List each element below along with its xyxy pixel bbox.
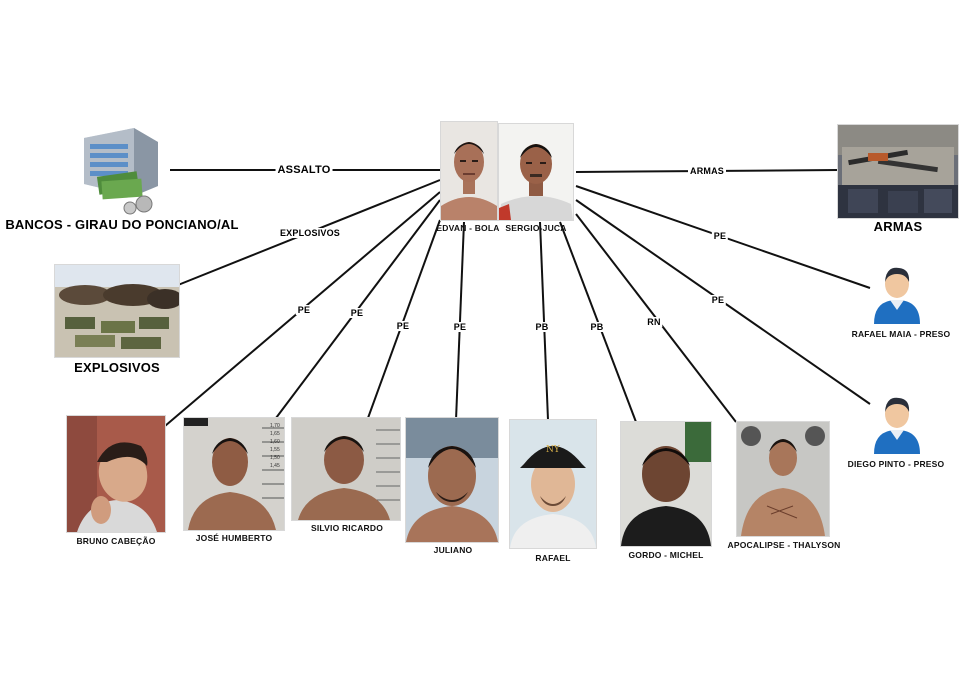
height-mark: 1,55 — [270, 447, 280, 453]
edge-label-pe-diego: PE — [709, 295, 727, 305]
explosives-photo — [55, 265, 179, 357]
edge-label-assalto: ASSALTO — [275, 164, 333, 176]
sergio-juca-photo — [499, 124, 573, 220]
juliano-photo — [406, 418, 498, 542]
link-juliano — [455, 221, 465, 421]
sergio-juca-caption: SERGIO-JUCA — [505, 223, 567, 233]
apocalipse-thalyson-photo — [737, 422, 829, 536]
height-mark: 1,70 — [270, 423, 280, 429]
edge-label-armas: ARMAS — [688, 166, 726, 176]
jose-humberto-caption: JOSÉ HUMBERTO — [195, 533, 273, 543]
edge-label-pe-rafael-maia: PE — [711, 231, 729, 241]
rafael-caption: RAFAEL — [535, 553, 571, 563]
height-scale: 1,70 1,65 1,60 1,55 1,50 1,45 — [270, 422, 284, 470]
diego-pinto-caption: DIEGO PINTO - PRESO — [847, 459, 945, 469]
weapons-caption: ARMAS — [873, 219, 923, 234]
apocalipse-thalyson-caption: APOCALIPSE - THALYSON — [727, 540, 841, 550]
rafael-maia-caption: RAFAEL MAIA - PRESO — [851, 329, 951, 339]
bruno-caption: BRUNO CABEÇÃO — [76, 536, 156, 546]
svg-text:NY: NY — [546, 445, 561, 455]
link-rafael — [539, 221, 549, 421]
explosives-caption: EXPLOSIVOS — [74, 360, 160, 375]
height-mark: 1,65 — [270, 431, 280, 437]
banks-caption: BANCOS - GIRAU DO PONCIANO/AL — [5, 217, 239, 232]
bank-building-icon — [78, 124, 168, 216]
edvan-bola-photo — [441, 122, 497, 220]
height-mark: 1,50 — [270, 455, 280, 461]
user-icon — [872, 260, 922, 324]
height-mark: 1,60 — [270, 439, 280, 445]
edge-label-rn-apocalipse: RN — [645, 317, 663, 327]
bruno-photo — [67, 416, 165, 532]
edvan-bola-caption: EDVAN - BOLA — [436, 223, 500, 233]
edge-label-explosivos: EXPLOSIVOS — [277, 228, 343, 238]
edge-label-pb-gordo: PB — [588, 322, 606, 332]
edge-label-pb-rafael: PB — [533, 322, 551, 332]
gordo-michel-caption: GORDO - MICHEL — [628, 550, 704, 560]
silvio-ricardo-photo — [292, 418, 400, 520]
edge-label-pe-juliano: PE — [451, 322, 469, 332]
edge-label-pe-bruno: PE — [295, 305, 313, 315]
height-mark: 1,45 — [270, 463, 280, 469]
juliano-caption: JULIANO — [433, 545, 473, 555]
weapons-photo — [838, 125, 958, 218]
edge-label-pe-jose: PE — [348, 308, 366, 318]
link-silvio — [367, 219, 441, 419]
jose-humberto-photo — [184, 418, 284, 530]
user-icon — [872, 390, 922, 454]
silvio-ricardo-caption: SILVIO RICARDO — [310, 523, 384, 533]
edge-label-pe-silvio: PE — [394, 321, 412, 331]
gordo-michel-photo — [621, 422, 711, 546]
rafael-photo: NY — [510, 420, 596, 548]
